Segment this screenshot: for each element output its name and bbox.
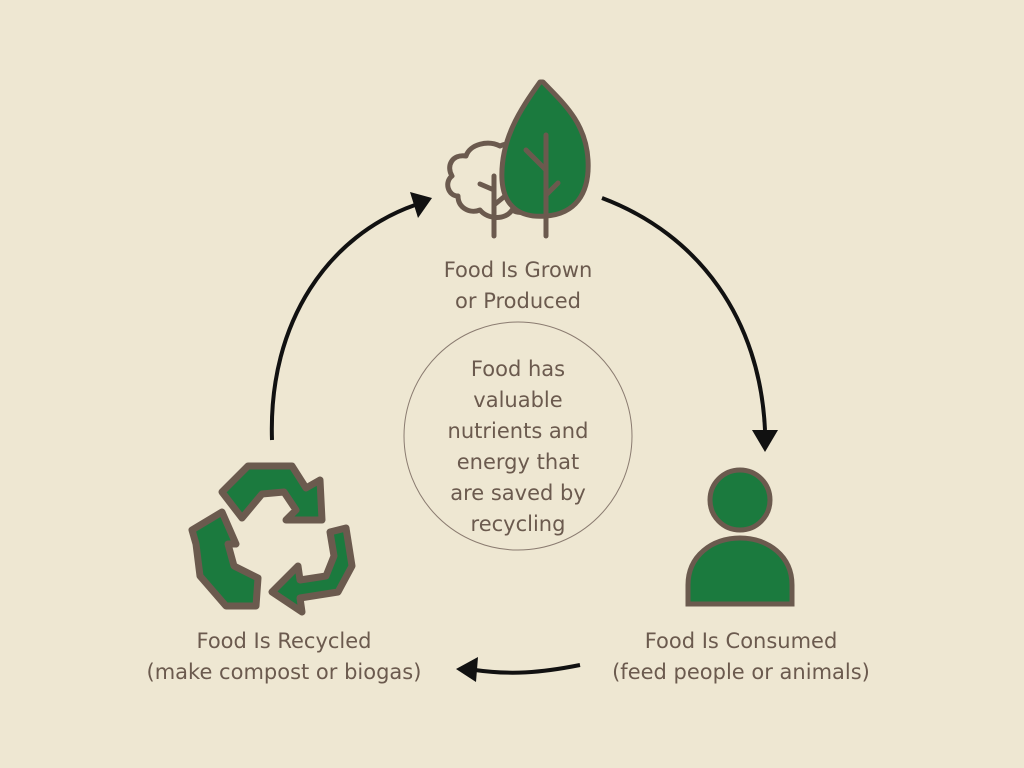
stage-label-consumed: Food Is Consumed (feed people or animals… (574, 626, 908, 688)
recycle-icon (188, 462, 356, 616)
center-line: valuable (473, 388, 563, 412)
center-line: energy that (456, 450, 580, 474)
arrow-grown-to-consumed (601, 196, 767, 431)
stage-label-recycled: Food Is Recycled (make compost or biogas… (114, 626, 454, 688)
stage-label-grown: Food Is Grown or Produced (418, 255, 618, 317)
center-line: are saved by (450, 481, 586, 505)
stage-consumed-line2: (feed people or animals) (612, 660, 870, 684)
arrow-consumed-to-recycled (474, 663, 581, 675)
stage-grown-line2: or Produced (455, 289, 581, 313)
arrowhead-down (752, 430, 778, 452)
center-line: Food has (470, 357, 566, 381)
center-circle (403, 321, 633, 551)
arrowhead-left (456, 657, 478, 682)
stage-recycled-line2: (make compost or biogas) (146, 660, 422, 684)
arrowhead-up-right (410, 192, 432, 218)
stage-recycled-line1: Food Is Recycled (196, 629, 372, 653)
trees-icon (445, 79, 591, 239)
center-text: Food has valuable nutrients and energy t… (418, 354, 618, 540)
arrow-recycled-to-grown (269, 203, 416, 441)
stage-grown-line1: Food Is Grown (443, 258, 593, 282)
person-icon (685, 467, 795, 607)
center-line: nutrients and (447, 419, 589, 443)
center-line: recycling (470, 512, 566, 536)
stage-consumed-line1: Food Is Consumed (644, 629, 838, 653)
